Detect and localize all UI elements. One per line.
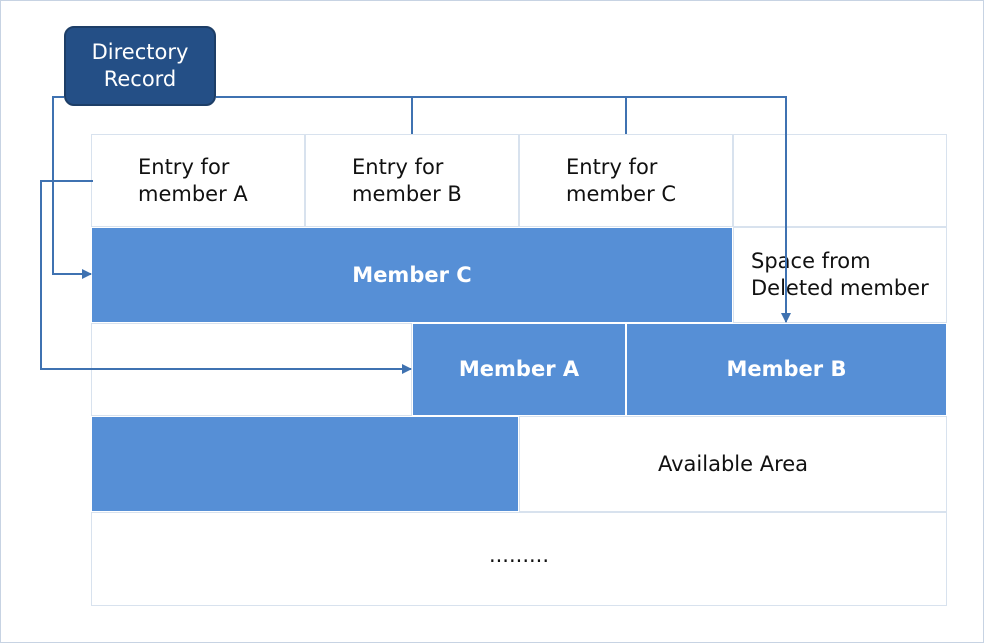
- used-space-block: [91, 416, 519, 512]
- empty-entry-cell: [733, 134, 947, 227]
- member-a-block: Member A: [412, 323, 626, 416]
- deleted-space-cell: Space from Deleted member: [733, 227, 947, 323]
- ellipsis-label: .........: [488, 543, 550, 567]
- directory-record: Directory Record: [64, 26, 216, 106]
- entry-member-c-label: Entry for member C: [566, 154, 677, 206]
- entry-member-a-label: Entry for member A: [138, 154, 248, 206]
- entry-member-a-cell: Entry for member A: [91, 134, 305, 227]
- entry-member-c-cell: Entry for member C: [519, 134, 733, 227]
- entry-member-b-label: Entry for member B: [352, 154, 462, 206]
- directory-record-label: Directory Record: [91, 40, 189, 91]
- member-b-block: Member B: [626, 323, 947, 416]
- member-a-label: Member A: [458, 357, 580, 381]
- member-c-label: Member C: [352, 262, 472, 287]
- member-b-label: Member B: [726, 357, 847, 381]
- available-area-cell: Available Area: [519, 416, 947, 512]
- member-c-block: Member C: [91, 227, 733, 323]
- deleted-space-label: Space from Deleted member: [751, 249, 929, 300]
- empty-member-row-cell: [91, 323, 412, 416]
- entry-member-b-cell: Entry for member B: [305, 134, 519, 227]
- record-to-member-c-arrow: [52, 96, 92, 279]
- continuation-row: .........: [91, 512, 947, 606]
- available-area-label: Available Area: [657, 451, 809, 476]
